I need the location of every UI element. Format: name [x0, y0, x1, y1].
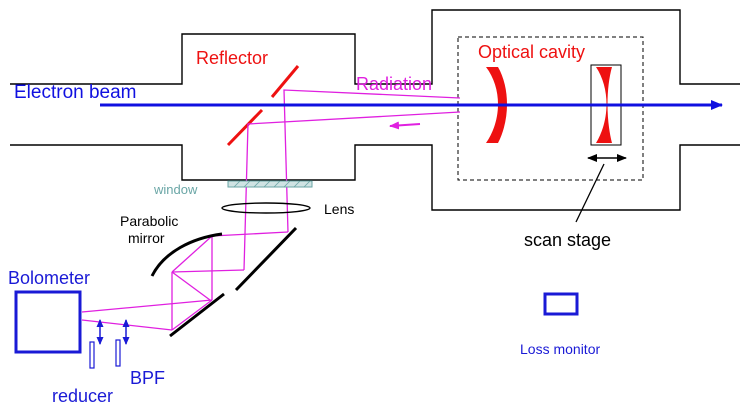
scan-stage-label: scan stage [524, 230, 611, 250]
reducer-label: reducer [52, 386, 113, 406]
chamber-outline-bottom [10, 144, 740, 211]
radiation-label: Radiation [356, 74, 432, 94]
bpf-label: BPF [130, 368, 165, 388]
window-hatch [233, 180, 311, 188]
window-label: window [153, 182, 198, 197]
cavity-mirror-left [486, 67, 507, 143]
loss-monitor-label: Loss monitor [520, 341, 600, 357]
cavity-mirror-right [596, 67, 612, 143]
electron-beam-label: Electron beam [14, 82, 137, 103]
bpf-plate [115, 339, 121, 367]
chamber-outline-top [10, 9, 740, 85]
reflector-upper [270, 65, 300, 98]
reflector-lower [226, 108, 264, 147]
optical-cavity-label: Optical cavity [478, 42, 585, 62]
parabolic-mirror [150, 232, 223, 277]
loss-monitor [543, 292, 579, 316]
lens [221, 202, 311, 214]
reducer-plate [89, 341, 95, 369]
parabolic-mirror-label-2: mirror [128, 230, 165, 246]
bolometer [14, 290, 82, 354]
scan-stage-pointer [575, 163, 605, 223]
bolometer-label: Bolometer [8, 268, 90, 288]
optical-cavity-box [457, 36, 644, 181]
reflector-label: Reflector [196, 48, 268, 68]
flat-mirror-lower [169, 292, 225, 338]
flat-mirror-upper [234, 226, 298, 292]
lens-label: Lens [324, 201, 354, 217]
radiation-arrow [389, 121, 421, 130]
parabolic-mirror-label-1: Parabolic [120, 213, 178, 229]
